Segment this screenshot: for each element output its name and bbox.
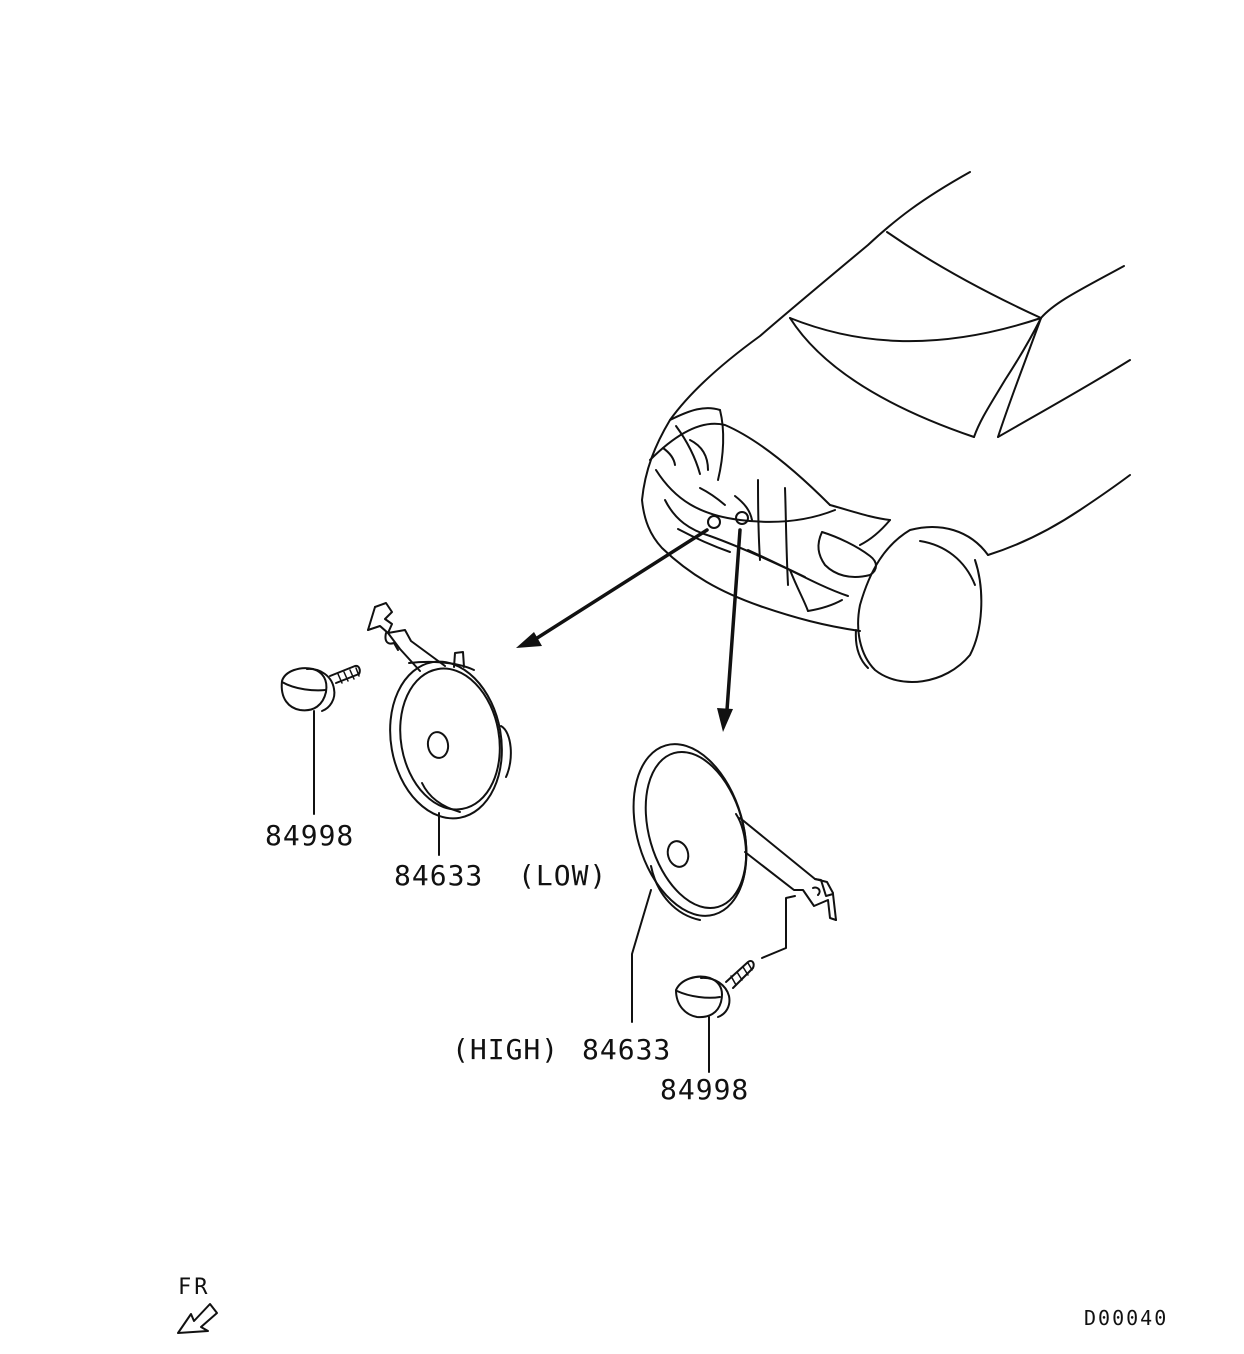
right-horn-arrow-line — [725, 528, 742, 712]
front-direction-arrow-icon — [177, 1303, 218, 1334]
left-bolt-drawing — [280, 664, 361, 815]
right-horn-arrowhead — [717, 708, 733, 732]
right-bolt-part-number: 84998 — [660, 1073, 749, 1106]
vehicle-outline — [641, 171, 1131, 683]
left-horn-position-label: (LOW) — [518, 859, 607, 892]
left-horn-drawing — [367, 602, 512, 856]
front-direction-label: FR — [178, 1275, 211, 1300]
left-horn-mount-point — [707, 515, 721, 529]
left-horn-arrow-line — [532, 528, 709, 642]
left-horn-arrowhead — [516, 632, 542, 648]
left-horn-part-number: 84633 — [394, 859, 483, 892]
location-arrows — [516, 511, 749, 732]
right-bolt-drawing — [675, 959, 755, 1073]
right-horn-mount-point — [735, 511, 749, 525]
right-horn-drawing — [631, 743, 837, 1023]
right-horn-position-label: (HIGH) — [452, 1033, 559, 1066]
right-horn-part-number: 84633 — [582, 1033, 671, 1066]
left-bolt-part-number: 84998 — [265, 819, 354, 852]
diagram-code: D00040 — [1084, 1306, 1168, 1330]
